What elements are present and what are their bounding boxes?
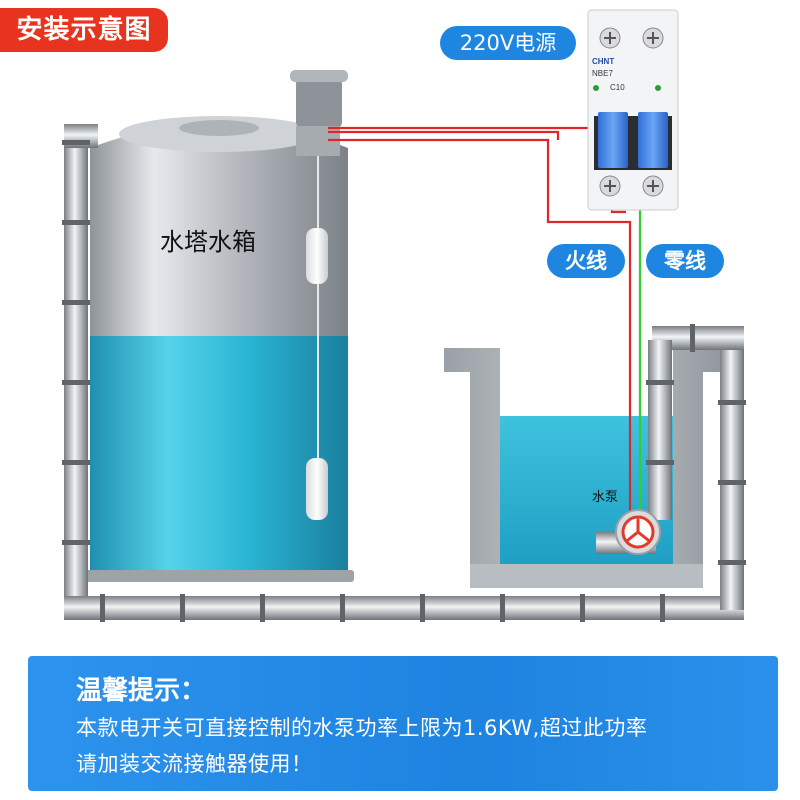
tips-title: 温馨提示：: [76, 670, 206, 707]
breaker-icon: CHNT NBE7 C10: [588, 10, 678, 210]
pump-label: 水泵: [592, 486, 618, 505]
upper-float: [306, 228, 328, 284]
breaker-model: NBE7: [592, 69, 613, 78]
breaker-brand: CHNT: [592, 57, 614, 66]
breaker-rating: C10: [610, 83, 625, 92]
sump-pool: [444, 348, 729, 588]
lower-float: [306, 458, 328, 520]
tips-line-1: 本款电开关可直接控制的水泵功率上限为1.6KW,超过此功率: [76, 712, 647, 742]
tank-label: 水塔水箱: [160, 222, 256, 257]
live-wire-1: [328, 132, 558, 140]
live-wire-label: 火线: [547, 244, 625, 278]
power-source-label: 220V电源: [440, 26, 576, 60]
tips-line-2: 请加装交流接触器使用！: [76, 748, 313, 778]
pump-icon: [616, 510, 660, 554]
tips-panel: 温馨提示： 本款电开关可直接控制的水泵功率上限为1.6KW,超过此功率 请加装交…: [28, 656, 778, 791]
tank-water: [90, 336, 348, 572]
title-badge: 安装示意图: [0, 8, 168, 52]
neutral-wire-label: 零线: [646, 244, 724, 278]
